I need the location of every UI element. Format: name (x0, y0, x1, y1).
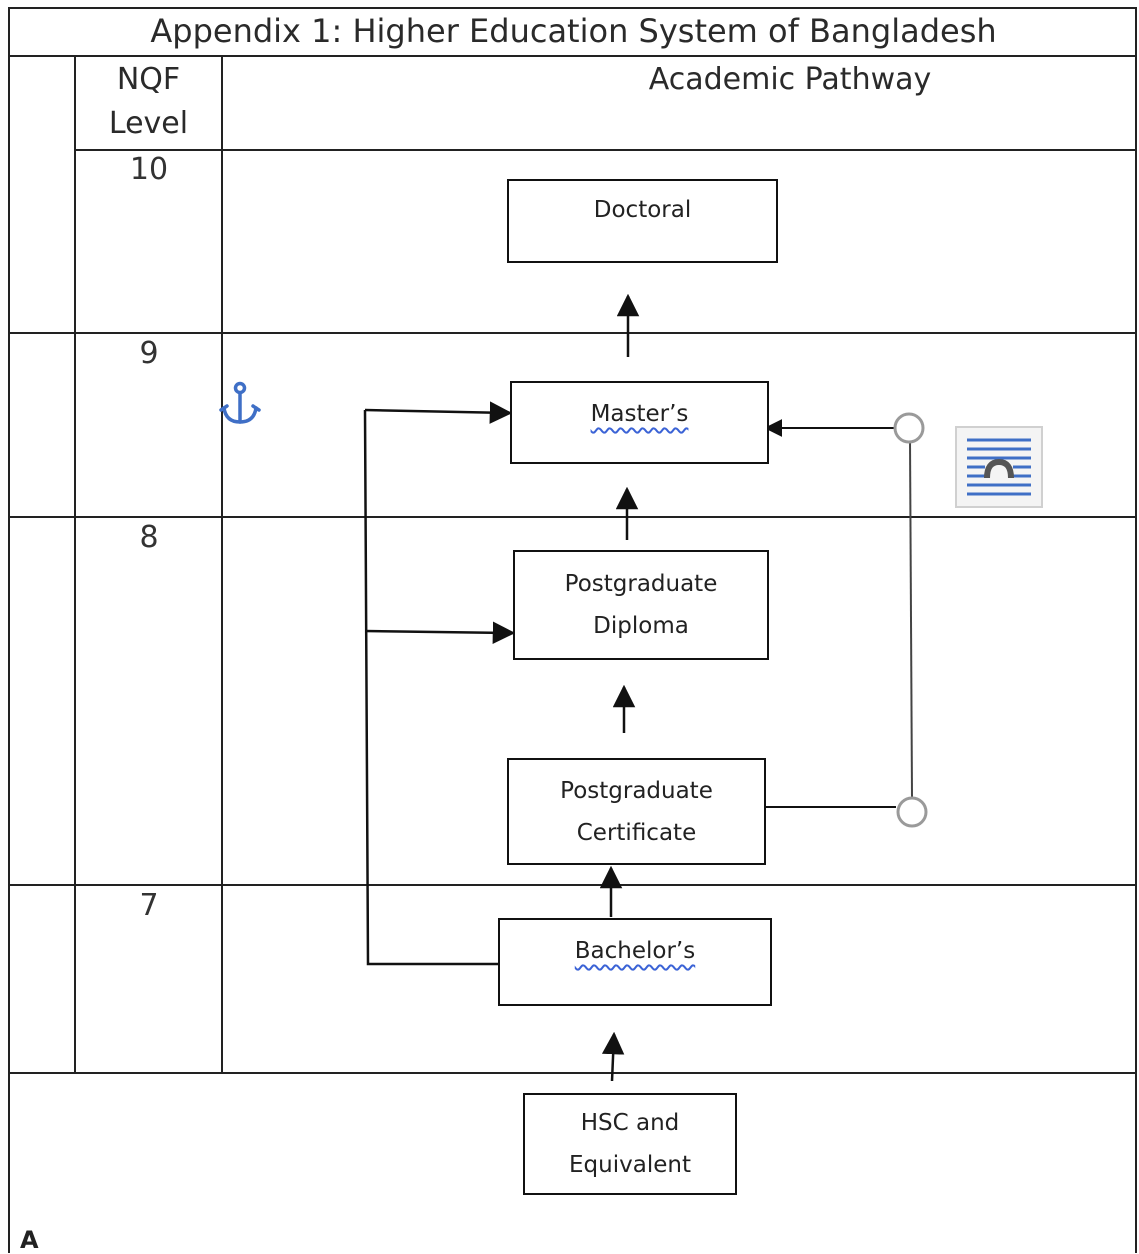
connector-arrows (599, 293, 640, 1082)
certificate-bypass-connector (764, 419, 913, 808)
table-grid (8, 7, 1137, 1253)
nqf-header: NQF Level (75, 58, 222, 146)
nqf-header-line1: NQF (116, 62, 181, 97)
certificate-label-line2: Certificate (576, 819, 697, 846)
table-title: Appendix 1: Higher Education System of B… (150, 12, 997, 50)
layout-options-glyph (967, 438, 1031, 496)
hsc-label-line1: HSC and (580, 1110, 680, 1136)
level-10-label: 10 (129, 152, 169, 187)
connector-handle-top[interactable] (893, 412, 925, 444)
bachelors-label: Bachelor’s (574, 938, 696, 964)
hsc-label-line2: Equivalent (569, 1152, 691, 1178)
masters-label: Master’s (590, 401, 689, 427)
nqf-header-line2: Level (108, 106, 189, 141)
anchor-icon[interactable] (218, 380, 262, 428)
connector-handle-bottom[interactable] (896, 796, 928, 828)
hsc-box[interactable]: HSC and Equivalent (523, 1093, 737, 1195)
layout-options-icon[interactable] (955, 426, 1043, 508)
doctoral-box[interactable]: Doctoral (507, 179, 778, 263)
level-9-label: 9 (139, 336, 159, 371)
postgraduate-diploma-box[interactable]: Postgraduate Diploma (513, 550, 769, 660)
certificate-label-line1: Postgraduate (560, 777, 713, 804)
bachelors-bypass-connector (363, 401, 516, 966)
arrow-hsc-to-bachelors (601, 1031, 625, 1082)
postgraduate-certificate-box[interactable]: Postgraduate Certificate (507, 758, 766, 865)
pathway-header: Academic Pathway (648, 62, 932, 97)
bachelors-box[interactable]: Bachelor’s (498, 918, 772, 1006)
diploma-label-line2: Diploma (593, 613, 689, 639)
level-7-label: 7 (139, 888, 159, 923)
footer-mark: A (20, 1226, 39, 1254)
diploma-label-line1: Postgraduate (564, 571, 718, 597)
masters-box[interactable]: Master’s (510, 381, 769, 464)
level-8-label: 8 (139, 520, 159, 555)
doctoral-label: Doctoral (593, 197, 692, 223)
